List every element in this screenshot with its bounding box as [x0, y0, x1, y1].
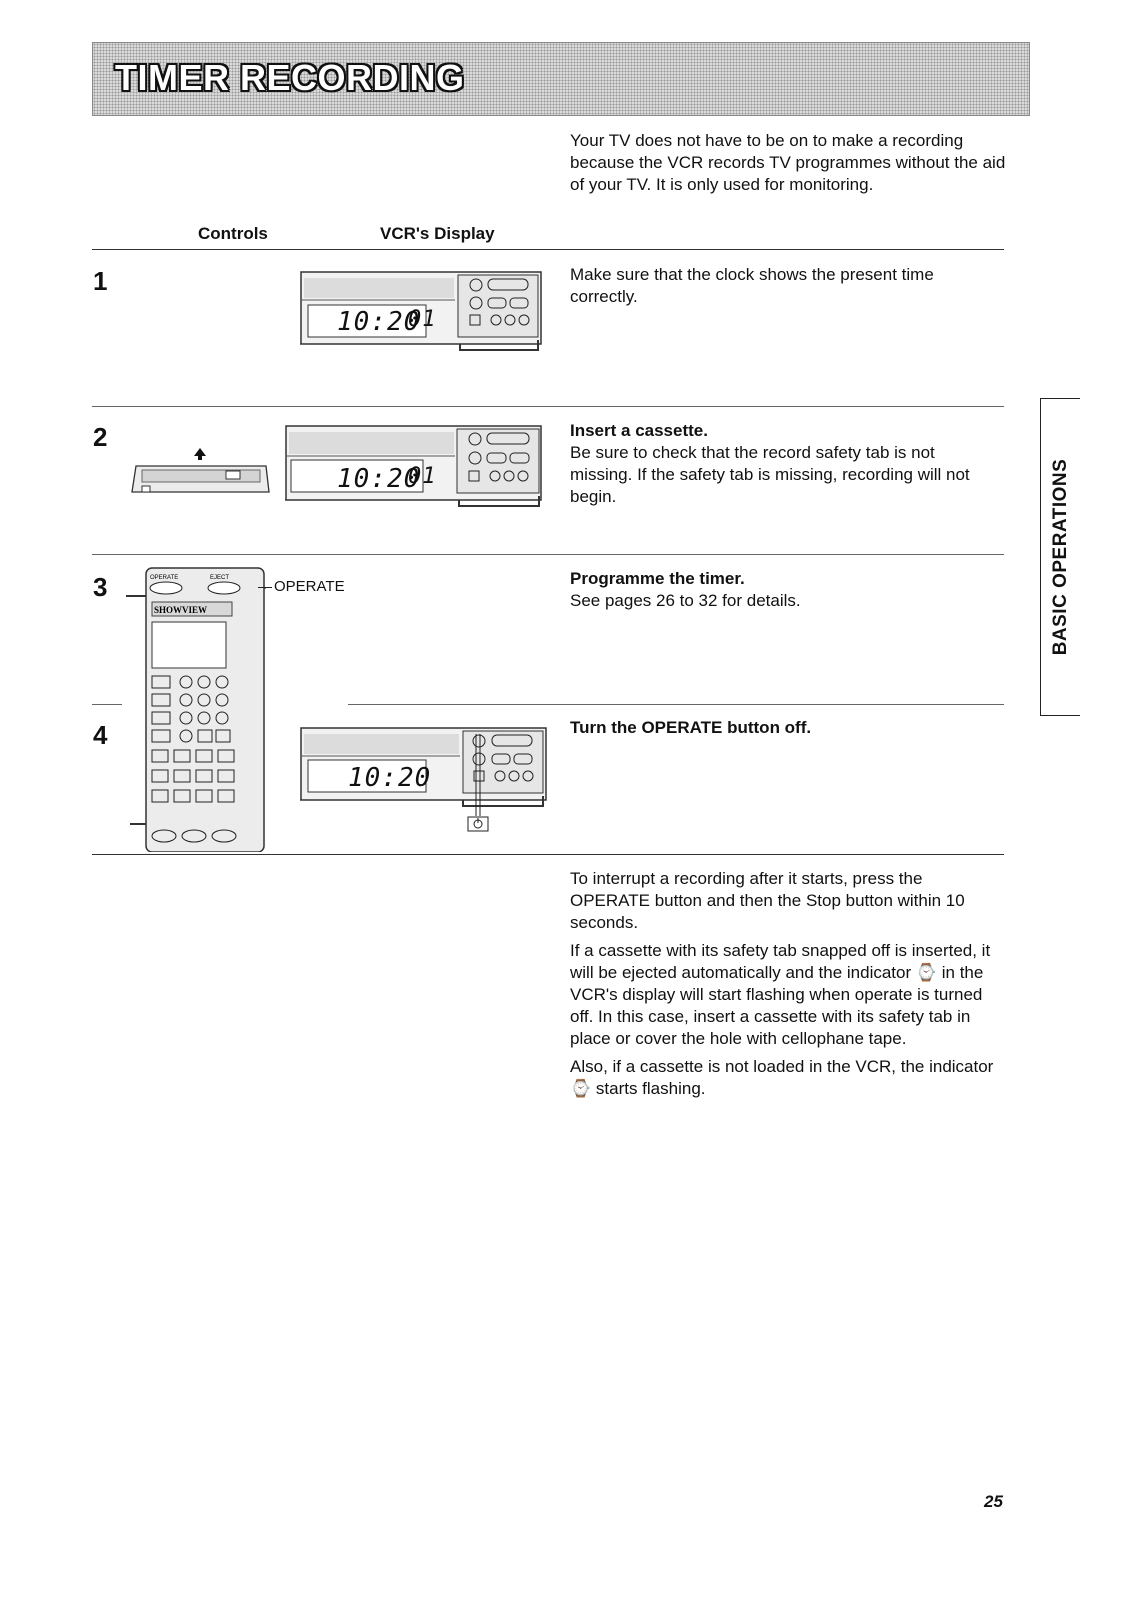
svg-text:SHOWVIEW: SHOWVIEW	[154, 605, 207, 615]
intro-paragraph: Your TV does not have to be on to make a…	[570, 131, 1006, 194]
step-1-text: Make sure that the clock shows the prese…	[570, 265, 934, 306]
vcr-display-illustration-1	[300, 271, 542, 351]
side-tab-label: BASIC OPERATIONS	[1049, 458, 1071, 656]
vcr-display-illustration-2	[285, 425, 542, 507]
step-1-number: 1	[93, 266, 108, 296]
lcd-time-2: 10:20	[337, 464, 421, 494]
controls-column-heading: Controls	[198, 224, 268, 243]
page-title: TIMER RECORDING	[115, 57, 465, 98]
lcd-time-1: 10:20	[337, 307, 421, 337]
step-2-heading: Insert a cassette.	[570, 421, 708, 440]
step-3-heading: Programme the timer.	[570, 569, 745, 588]
steps-bottom-divider	[92, 854, 1004, 855]
step-divider-1	[92, 406, 1004, 407]
step-2-number: 2	[93, 422, 108, 452]
step-3-text: See pages 26 to 32 for details.	[570, 591, 801, 610]
lcd-channel-1: 01	[408, 307, 437, 332]
header-divider	[92, 249, 1004, 250]
svg-text:EJECT: EJECT	[210, 575, 229, 581]
cassette-icon	[131, 448, 270, 493]
step-divider-2	[92, 554, 1004, 555]
step-divider-3a	[92, 704, 122, 705]
vcr-display-illustration-4	[300, 727, 547, 832]
remote-control-illustration: OPERATE EJECT SHOWVIEW	[126, 567, 266, 852]
lcd-channel-2: 01	[408, 464, 437, 489]
step-4-number: 4	[93, 720, 108, 750]
step-2-text: Be sure to check that the record safety …	[570, 443, 970, 506]
note-safety-tab: If a cassette with its safety tab snappe…	[570, 941, 991, 1048]
display-column-heading: VCR's Display	[380, 224, 495, 243]
page-number: 25	[984, 1492, 1003, 1511]
step-divider-3b	[348, 704, 1004, 705]
section-side-tab: BASIC OPERATIONS	[1040, 398, 1080, 716]
operate-callout: OPERATE	[274, 578, 345, 595]
note-no-cassette: Also, if a cassette is not loaded in the…	[570, 1057, 994, 1098]
lcd-time-4: 10:20	[348, 763, 432, 793]
step-3-number: 3	[93, 572, 108, 602]
operate-leader-line	[258, 587, 272, 588]
note-interrupt: To interrupt a recording after it starts…	[570, 869, 965, 932]
notes-section: To interrupt a recording after it starts…	[570, 868, 1002, 1106]
svg-text:OPERATE: OPERATE	[150, 575, 178, 581]
title-banner: TIMER RECORDING	[92, 42, 1030, 116]
step-4-heading: Turn the OPERATE button off.	[570, 718, 812, 737]
